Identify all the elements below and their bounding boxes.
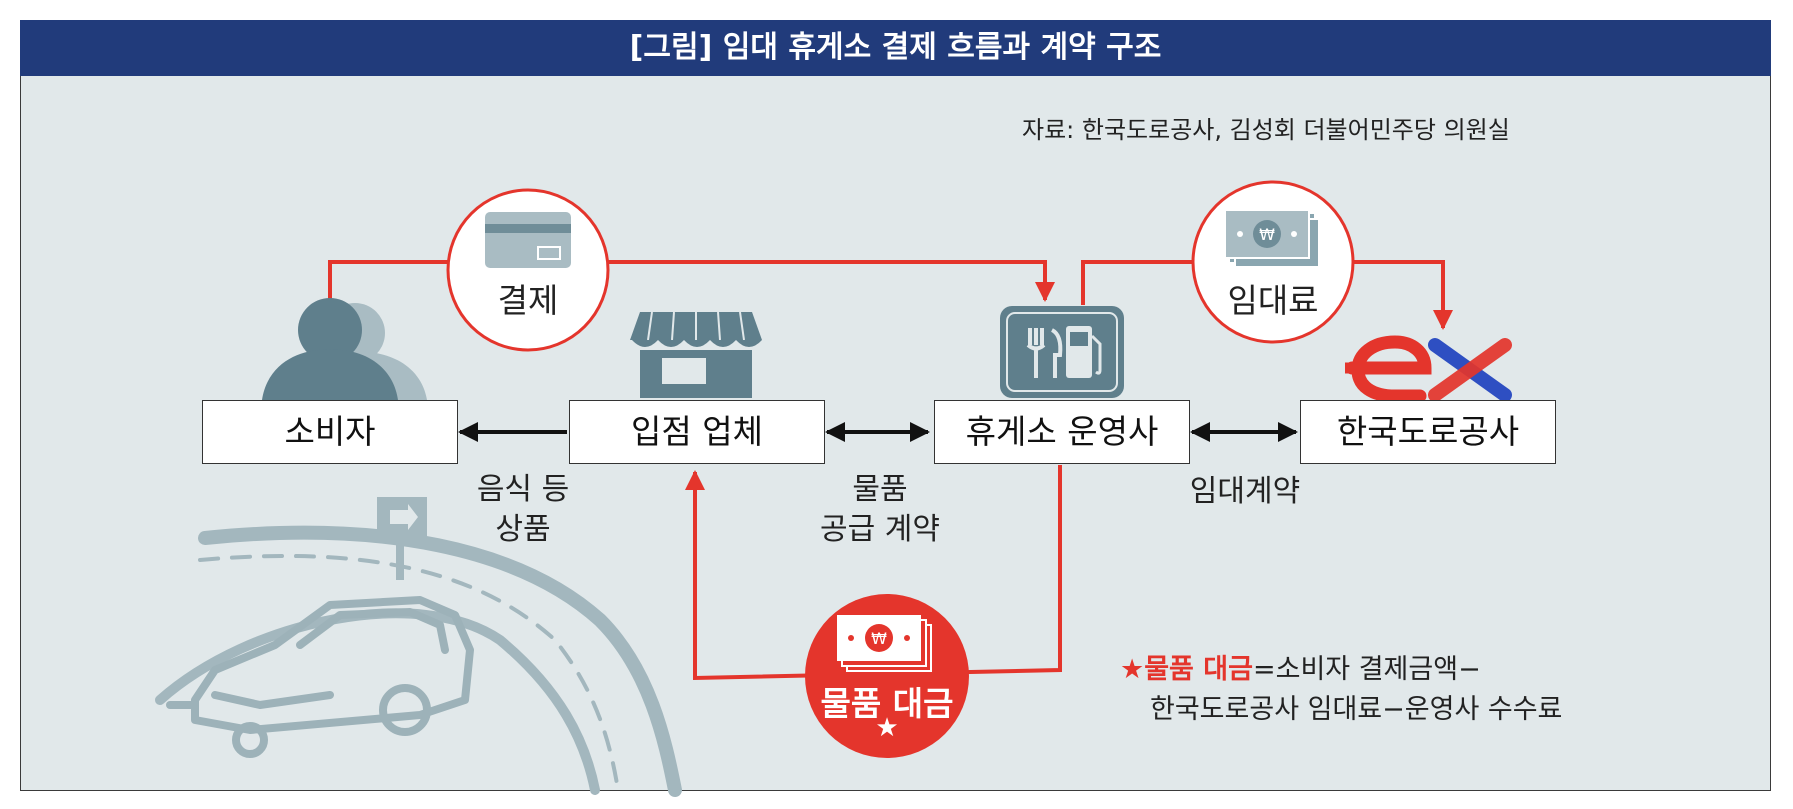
road-sign [377, 497, 427, 580]
food-goods-label: 음식 등 상품 [450, 470, 596, 550]
payment-bubble [446, 188, 610, 352]
credit-card-icon [485, 212, 571, 268]
supply-contract-line2: 공급 계약 [820, 512, 940, 547]
banknote-icon: ₩ [1224, 209, 1320, 268]
banknote-icon: ₩ [837, 615, 932, 672]
svg-text:₩: ₩ [1259, 225, 1275, 244]
note-term: 물품 대금 [1144, 654, 1253, 685]
store-icon [630, 311, 762, 398]
payment-label: 결제 [497, 281, 559, 320]
goods-payment-note: ★물품 대금=소비자 결제금액− 한국도로공사 임대료−운영사 수수료 [1120, 650, 1562, 730]
note-formula-part1: =소비자 결제금액− [1252, 654, 1481, 685]
figure-title: [그림] 임대 휴게소 결제 흐름과 계약 구조 [20, 20, 1771, 76]
svg-text:₩: ₩ [871, 629, 887, 648]
star-icon: ★ [875, 713, 899, 743]
supply-contract-label: 물품 공급 계약 [790, 470, 970, 550]
food-goods-line1: 음식 등 [476, 472, 570, 507]
goods-payment-label: 물품 대금 [820, 684, 954, 723]
source-credit: 자료: 한국도로공사, 김성회 더불어민주당 의원실 [1022, 116, 1510, 144]
goods-payment-bubble: ₩ [805, 594, 969, 758]
supply-contract-line1: 물품 [852, 472, 908, 507]
note-line2: 한국도로공사 임대료−운영사 수수료 [1150, 694, 1563, 725]
node-vendor: 입점 업체 [569, 400, 825, 464]
rent-bubble: ₩ [1191, 180, 1355, 344]
rent-label: 임대료 [1227, 281, 1319, 320]
food-goods-line2: 상품 [495, 512, 551, 547]
road-illustration [155, 525, 682, 797]
note-line1: ★물품 대금=소비자 결제금액− [1120, 650, 1562, 690]
car-illustration [166, 596, 474, 758]
payment-flow [328, 260, 1055, 302]
ex-logo [1345, 335, 1512, 403]
node-korea-expressway: 한국도로공사 [1300, 400, 1556, 464]
note-star: ★ [1120, 654, 1145, 685]
rest-area-icon [1000, 306, 1124, 398]
person-icon [262, 298, 427, 400]
node-consumer: 소비자 [202, 400, 458, 464]
lease-contract-label: 임대계약 [1189, 474, 1301, 509]
node-operator: 휴게소 운영사 [934, 400, 1190, 464]
